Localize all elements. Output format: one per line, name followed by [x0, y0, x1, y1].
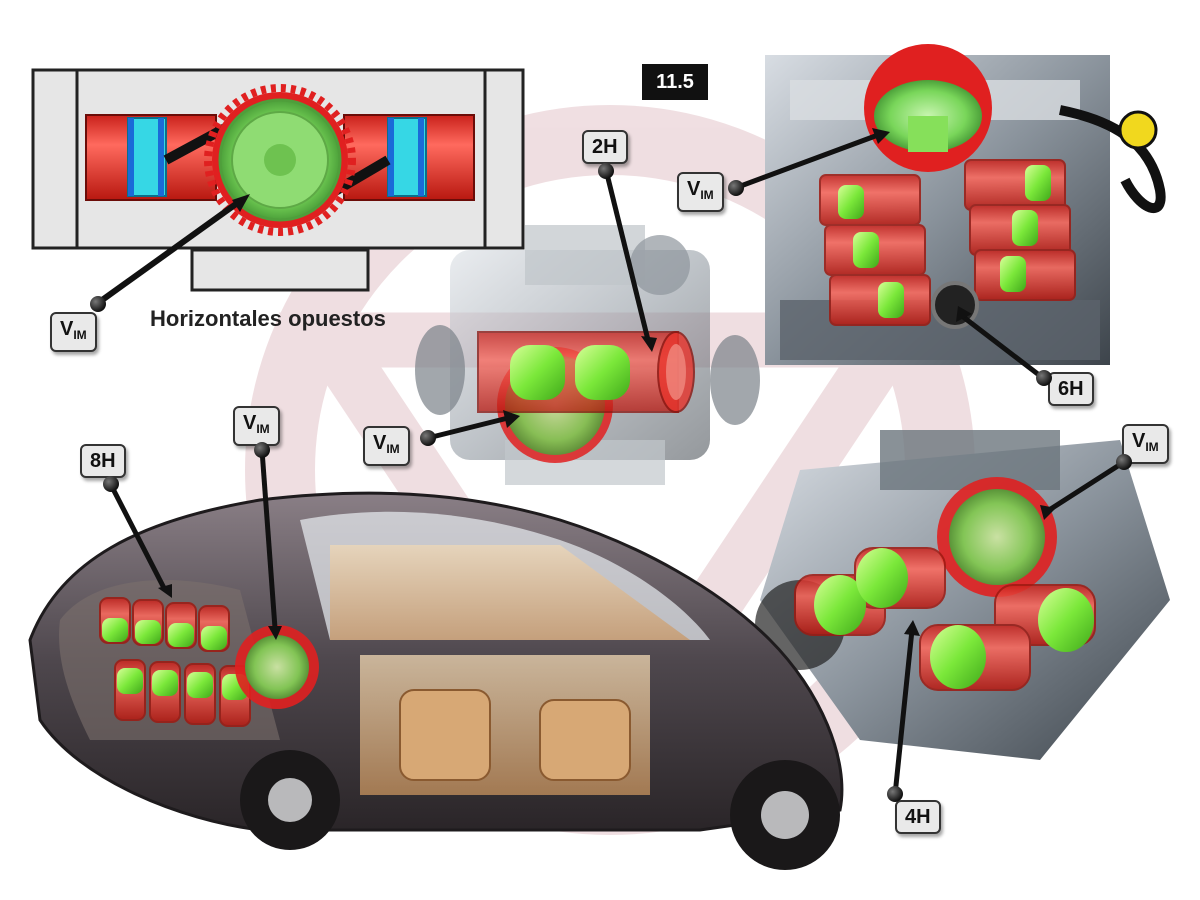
label-8h: 8H [80, 444, 126, 478]
pointer-pin [103, 476, 119, 492]
figure-number: 11.5 [642, 64, 708, 100]
label-v: V [60, 318, 74, 340]
car-8h [28, 449, 844, 870]
label-im: IM [700, 188, 714, 202]
label-vim-2h: VIM [363, 426, 410, 466]
label-im: IM [386, 442, 400, 456]
pointer-pin [90, 296, 106, 312]
engine-4h [755, 430, 1170, 796]
pointer-pin [1116, 454, 1132, 470]
pointer-pin [887, 786, 903, 802]
label-im: IM [73, 328, 87, 342]
label-vim-schematic: VIM [50, 312, 97, 352]
label-im: IM [256, 422, 270, 436]
label-vim-8h: VIM [233, 406, 280, 446]
pointer-pin [728, 180, 744, 196]
label-vim-6h: VIM [677, 172, 724, 212]
pointer-pin [254, 442, 270, 458]
label-v: V [373, 432, 387, 454]
engine-6h [737, 44, 1166, 380]
label-4h: 4H [895, 800, 941, 834]
label-im: IM [1145, 440, 1159, 454]
pointer-pin [598, 163, 614, 179]
engine-2h [415, 169, 760, 485]
boxer-schematic [31, 68, 525, 306]
caption-horizontally-opposed: Horizontales opuestos [150, 306, 386, 331]
label-6h: 6H [1048, 372, 1094, 406]
label-v: V [243, 412, 257, 434]
pointer-pin [1036, 370, 1052, 386]
label-vim-4h: VIM [1122, 424, 1169, 464]
pointer-pin [420, 430, 436, 446]
label-v: V [687, 178, 701, 200]
label-v: V [1132, 430, 1146, 452]
label-2h: 2H [582, 130, 628, 164]
